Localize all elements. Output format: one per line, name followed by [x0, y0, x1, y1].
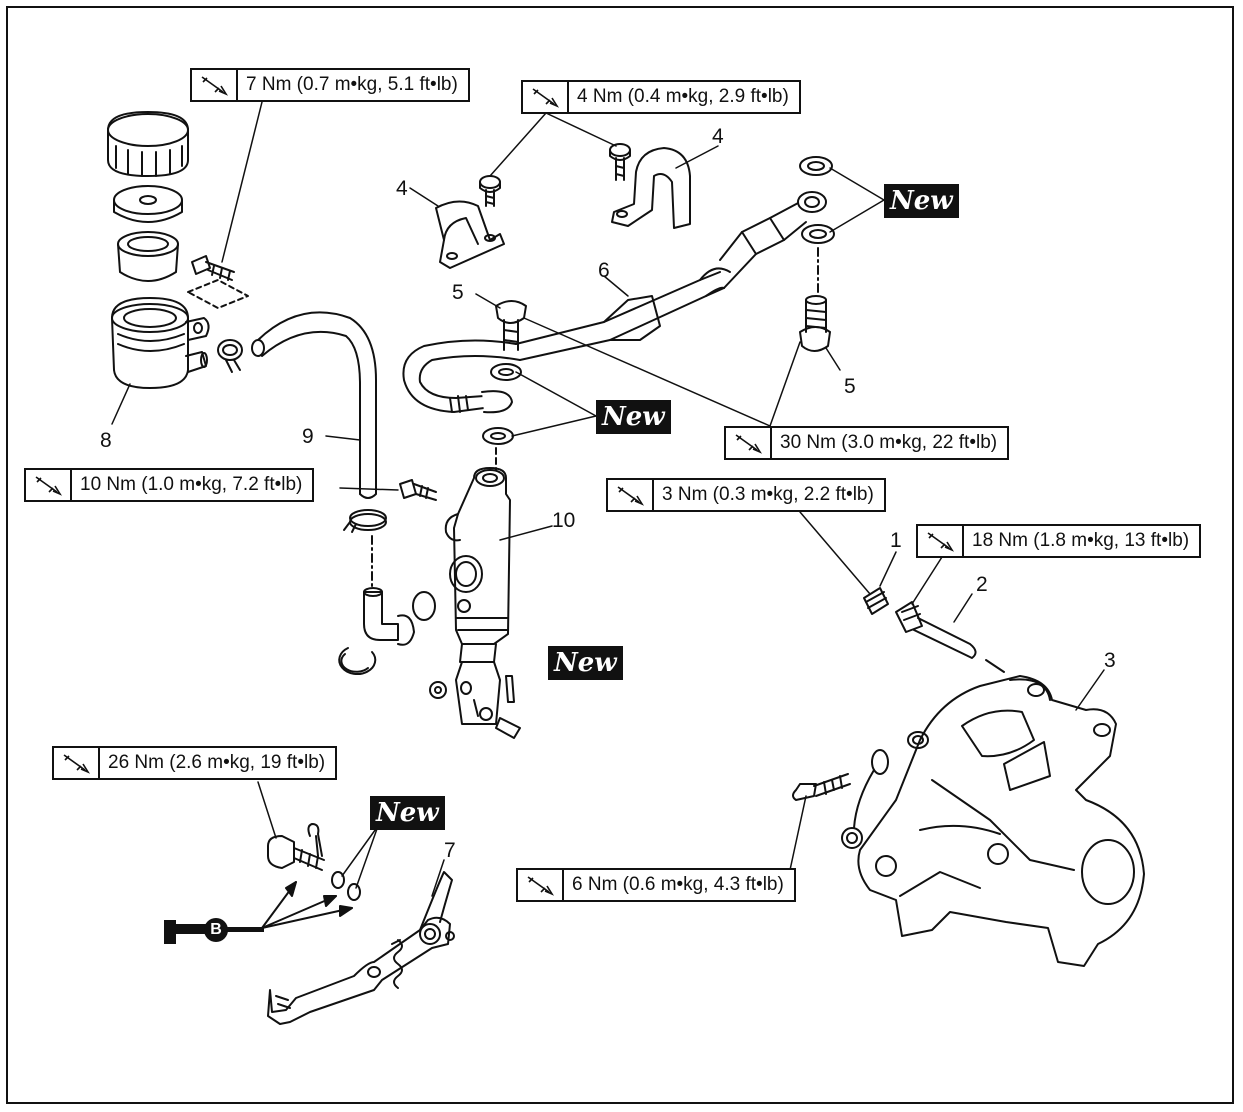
hose-clamp-lower: [343, 509, 387, 533]
torque-value: 26 Nm (2.6 m•kg, 19 ft•lb): [108, 752, 326, 773]
part-number-5-right: 5: [844, 375, 856, 398]
torque-wrench-icon: [54, 748, 100, 778]
torque-wrench-icon: [523, 82, 569, 112]
torque-wrench-icon: [918, 526, 964, 556]
torque-value: 10 Nm (1.0 m•kg, 7.2 ft•lb): [80, 474, 303, 495]
grease-arrows: [261, 881, 353, 929]
hose-joint: [363, 587, 415, 646]
torque-wrench-icon: [26, 470, 72, 500]
screw-phantom-line: [187, 279, 249, 309]
part-number-2: 2: [976, 573, 988, 596]
pad-pin: [895, 601, 977, 659]
reservoir-diaphragm-plate: [113, 185, 183, 223]
pad-pin-centerline: [985, 659, 1005, 673]
cotter-pin: [307, 823, 323, 857]
part-number-10: 10: [552, 509, 576, 532]
torque-callout-bleed-screw: 6 Nm (0.6 m•kg, 4.3 ft•lb): [516, 868, 796, 902]
bleed-screw-cap: [841, 749, 889, 849]
torque-value: 4 Nm (0.4 m•kg, 2.9 ft•lb): [577, 86, 789, 107]
torque-callout-bracket-screw: 4 Nm (0.4 m•kg, 2.9 ft•lb): [521, 80, 801, 114]
part-number-4-left: 4: [396, 177, 408, 200]
torque-callout-master-cylinder-bolt: 10 Nm (1.0 m•kg, 7.2 ft•lb): [24, 468, 315, 502]
torque-callout-reservoir-screw: 7 Nm (0.7 m•kg, 5.1 ft•lb): [190, 68, 470, 102]
torque-value: 18 Nm (1.8 m•kg, 13 ft•lb): [972, 530, 1190, 551]
part-number-6: 6: [598, 259, 610, 282]
new-badge-pedal: New: [370, 796, 445, 830]
part-number-9: 9: [302, 425, 314, 448]
reservoir-cap: [107, 111, 189, 177]
part-number-5-left: 5: [452, 281, 464, 304]
hose-bracket-right: [611, 147, 691, 229]
clevis-pin: [495, 675, 521, 739]
washers-upper-right: [799, 156, 835, 244]
union-bolt-right: [799, 295, 831, 352]
torque-value: 7 Nm (0.7 m•kg, 5.1 ft•lb): [246, 74, 458, 95]
reservoir-diaphragm: [117, 231, 179, 282]
master-cylinder-bolt: [399, 479, 437, 501]
pedal-pivot-bolt: [267, 835, 325, 871]
new-badge-clevis: New: [548, 646, 623, 680]
screw-bracket-right: [609, 143, 631, 181]
hose-clamp-upper: [217, 339, 243, 373]
grease-symbol-label: B: [210, 921, 222, 938]
new-badge-upper-right: New: [884, 184, 959, 218]
circlip: [338, 647, 377, 675]
leader-lines: [111, 101, 1105, 897]
hose-bracket-left: [435, 200, 505, 269]
reservoir-hose: [251, 311, 377, 499]
torque-wrench-icon: [726, 428, 772, 458]
torque-value: 30 Nm (3.0 m•kg, 22 ft•lb): [780, 432, 998, 453]
torque-value: 6 Nm (0.6 m•kg, 4.3 ft•lb): [572, 874, 784, 895]
part-number-3: 3: [1104, 649, 1116, 672]
torque-value: 3 Nm (0.3 m•kg, 2.2 ft•lb): [662, 484, 874, 505]
master-cylinder: [444, 467, 511, 725]
part-number-4-right: 4: [712, 125, 724, 148]
brake-pedal: [267, 871, 455, 1025]
torque-callout-pad-pin: 18 Nm (1.8 m•kg, 13 ft•lb): [916, 524, 1202, 558]
new-badge-left-washers: New: [596, 400, 671, 434]
torque-wrench-icon: [192, 70, 238, 100]
torque-callout-pedal-bolt: 26 Nm (2.6 m•kg, 19 ft•lb): [52, 746, 338, 780]
torque-wrench-icon: [518, 870, 564, 900]
screw-bracket-left: [479, 175, 501, 207]
torque-callout-union-bolt: 30 Nm (3.0 m•kg, 22 ft•lb): [724, 426, 1010, 460]
reservoir-body: [111, 297, 210, 389]
grease-gun-icon: B: [162, 912, 266, 948]
reservoir-screw: [191, 255, 235, 281]
part-number-7: 7: [444, 839, 456, 862]
bleed-screw: [792, 773, 851, 801]
washers-left: [482, 363, 522, 445]
torque-callout-pad-pin-plug: 3 Nm (0.3 m•kg, 2.2 ft•lb): [606, 478, 886, 512]
part-number-8: 8: [100, 429, 112, 452]
part-number-1: 1: [890, 529, 902, 552]
caliper-bracket: [857, 675, 1145, 967]
washer-small: [429, 681, 447, 699]
o-ring: [412, 591, 436, 621]
torque-wrench-icon: [608, 480, 654, 510]
pedal-o-rings: [331, 871, 361, 901]
return-spring: [391, 939, 403, 989]
